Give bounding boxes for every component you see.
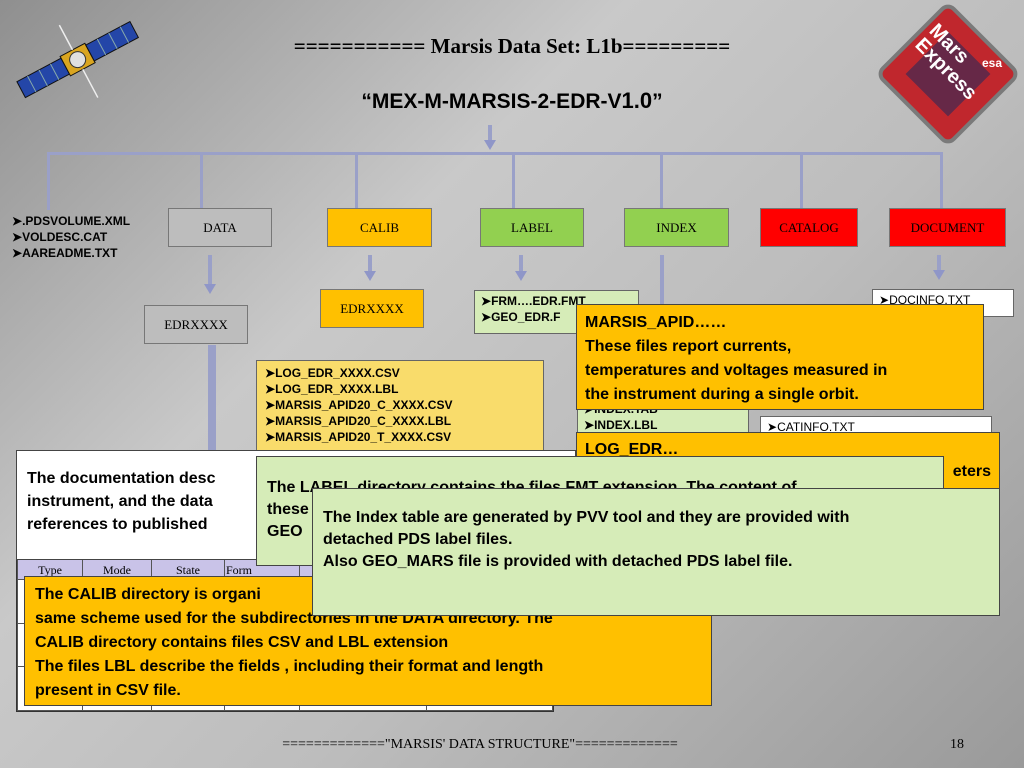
log-callout-line: eters <box>952 463 991 480</box>
apid-callout: MARSIS_APID…… These files report current… <box>576 304 984 410</box>
label-directory[interactable]: LABEL <box>480 208 584 247</box>
index-callout-line: detached PDS label files. <box>323 531 513 548</box>
apid-callout-line: These files report currents, <box>585 338 792 355</box>
data-arrow <box>204 284 216 294</box>
document-arrow <box>933 270 945 280</box>
index-callout-line: The Index table are generated by PVV too… <box>323 509 850 526</box>
index-directory[interactable]: INDEX <box>624 208 729 247</box>
data-edr-subdirectory[interactable]: EDRXXXX <box>144 305 248 344</box>
calib-file-item: ➤LOG_EDR_XXXX.LBL <box>265 382 399 396</box>
index-callout: The Index table are generated by PVV too… <box>312 488 1000 616</box>
doc-callout-line: instrument, and the data <box>27 493 213 510</box>
branch-calib <box>355 152 358 208</box>
calib-callout-line: CALIB directory contains files CSV and L… <box>35 634 449 651</box>
document-connector <box>937 255 941 271</box>
index-callout-line: Also GEO_MARS file is provided with deta… <box>323 553 793 570</box>
branch-index <box>660 152 663 208</box>
catalog-directory[interactable]: CATALOG <box>760 208 858 247</box>
subtitle-version: 1.0 <box>621 88 653 113</box>
data-directory[interactable]: DATA <box>168 208 272 247</box>
label-connector <box>519 255 523 273</box>
root-file-item: ➤VOLDESC.CAT <box>12 230 108 244</box>
apid-callout-line: temperatures and voltages measured in <box>585 362 888 379</box>
doc-callout-line: The documentation desc <box>27 470 216 487</box>
calib-edr-subdirectory[interactable]: EDRXXXX <box>320 289 424 328</box>
label-callout-line: these <box>267 501 309 518</box>
subtitle-main: “MEX-M-MARSIS-2-EDR-V <box>361 90 622 113</box>
document-directory[interactable]: DOCUMENT <box>889 208 1006 247</box>
calib-callout-line: The files LBL describe the fields , incl… <box>35 658 544 675</box>
data-vertical-line <box>208 345 216 455</box>
doc-callout-line: references to published <box>27 516 208 533</box>
calib-file-item: ➤MARSIS_APID20_T_XXXX.CSV <box>265 430 452 444</box>
esa-mark: esa <box>982 56 1003 70</box>
label-callout-line: GEO <box>267 523 303 540</box>
catalog-file-item: ➤CATINFO.TXT <box>767 420 855 434</box>
dataset-subtitle: “MEX-M-MARSIS-2-EDR-V1.0” <box>0 88 1024 114</box>
satellite-illustration <box>16 20 140 99</box>
root-file-list: ➤.PDSVOLUME.XML ➤VOLDESC.CAT ➤AAREADME.T… <box>12 213 130 261</box>
tree-horizontal-line <box>47 152 942 155</box>
index-connector <box>660 255 664 305</box>
index-file-item: ➤INDEX.LBL <box>584 418 658 432</box>
data-connector <box>208 255 212 285</box>
root-connector <box>488 125 492 145</box>
mars-express-logo: Mars Express esa <box>878 4 1018 144</box>
branch-label <box>512 152 515 208</box>
label-file-item: ➤FRM….EDR.FMT <box>481 294 586 308</box>
calib-callout-line: The CALIB directory is organi <box>35 586 261 603</box>
root-file-item: ➤.PDSVOLUME.XML <box>12 214 131 228</box>
apid-callout-line: the instrument during a single orbit. <box>585 386 859 403</box>
calib-file-item: ➤MARSIS_APID20_C_XXXX.CSV <box>265 398 453 412</box>
slide-title: =========== Marsis Data Set: L1b========… <box>293 34 731 58</box>
label-file-item: ➤GEO_EDR.F <box>481 310 561 324</box>
calib-file-item: ➤LOG_EDR_XXXX.CSV <box>265 366 400 380</box>
page-number: 18 <box>950 737 964 752</box>
subtitle-end: ” <box>652 90 663 113</box>
branch-catalog <box>800 152 803 208</box>
branch-root-files <box>47 152 50 210</box>
calib-connector <box>368 255 372 273</box>
branch-document <box>940 152 943 208</box>
calib-arrow <box>364 271 376 281</box>
root-file-item: ➤AAREADME.TXT <box>12 246 118 260</box>
calib-file-list: ➤LOG_EDR_XXXX.CSV ➤LOG_EDR_XXXX.LBL ➤MAR… <box>256 360 544 455</box>
label-arrow <box>515 271 527 281</box>
slide-footer: ============="MARSIS' DATA STRUCTURE"===… <box>282 737 678 752</box>
calib-directory[interactable]: CALIB <box>327 208 432 247</box>
document-file-item: ➤DOCINFO.TXT <box>879 293 971 307</box>
calib-callout-line: present in CSV file. <box>35 682 181 699</box>
root-arrow <box>484 140 496 150</box>
log-callout-title: LOG_EDR… <box>585 441 679 458</box>
branch-data <box>200 152 203 208</box>
calib-file-item: ➤MARSIS_APID20_C_XXXX.LBL <box>265 414 452 428</box>
apid-callout-line: MARSIS_APID…… <box>585 314 727 331</box>
